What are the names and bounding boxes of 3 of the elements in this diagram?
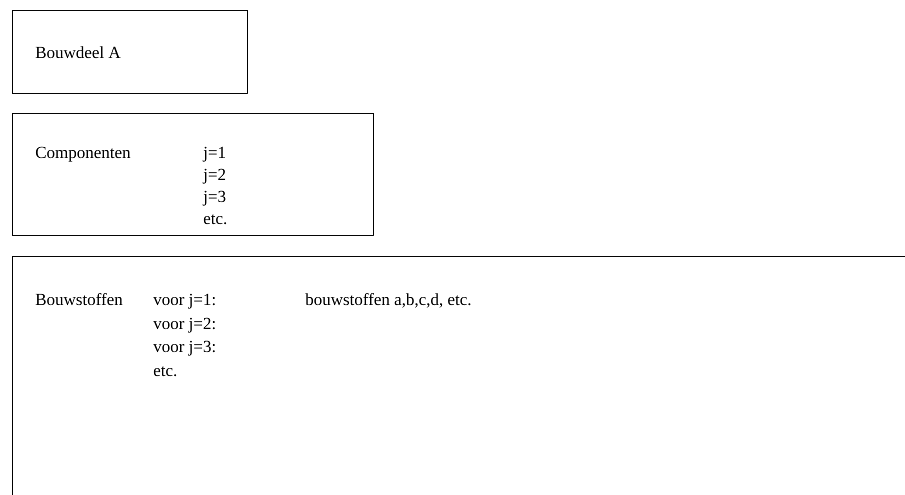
text-box: Bouwstoffen voor j=1: bouwstoffen a,b,c,d, etc. voor j=2: voor j=3: etc. xyxy=(12,256,905,495)
text-box: Componenten j=1 j=2 j=3 etc. xyxy=(12,113,374,236)
text-box: Bouwdeel A xyxy=(12,10,248,94)
